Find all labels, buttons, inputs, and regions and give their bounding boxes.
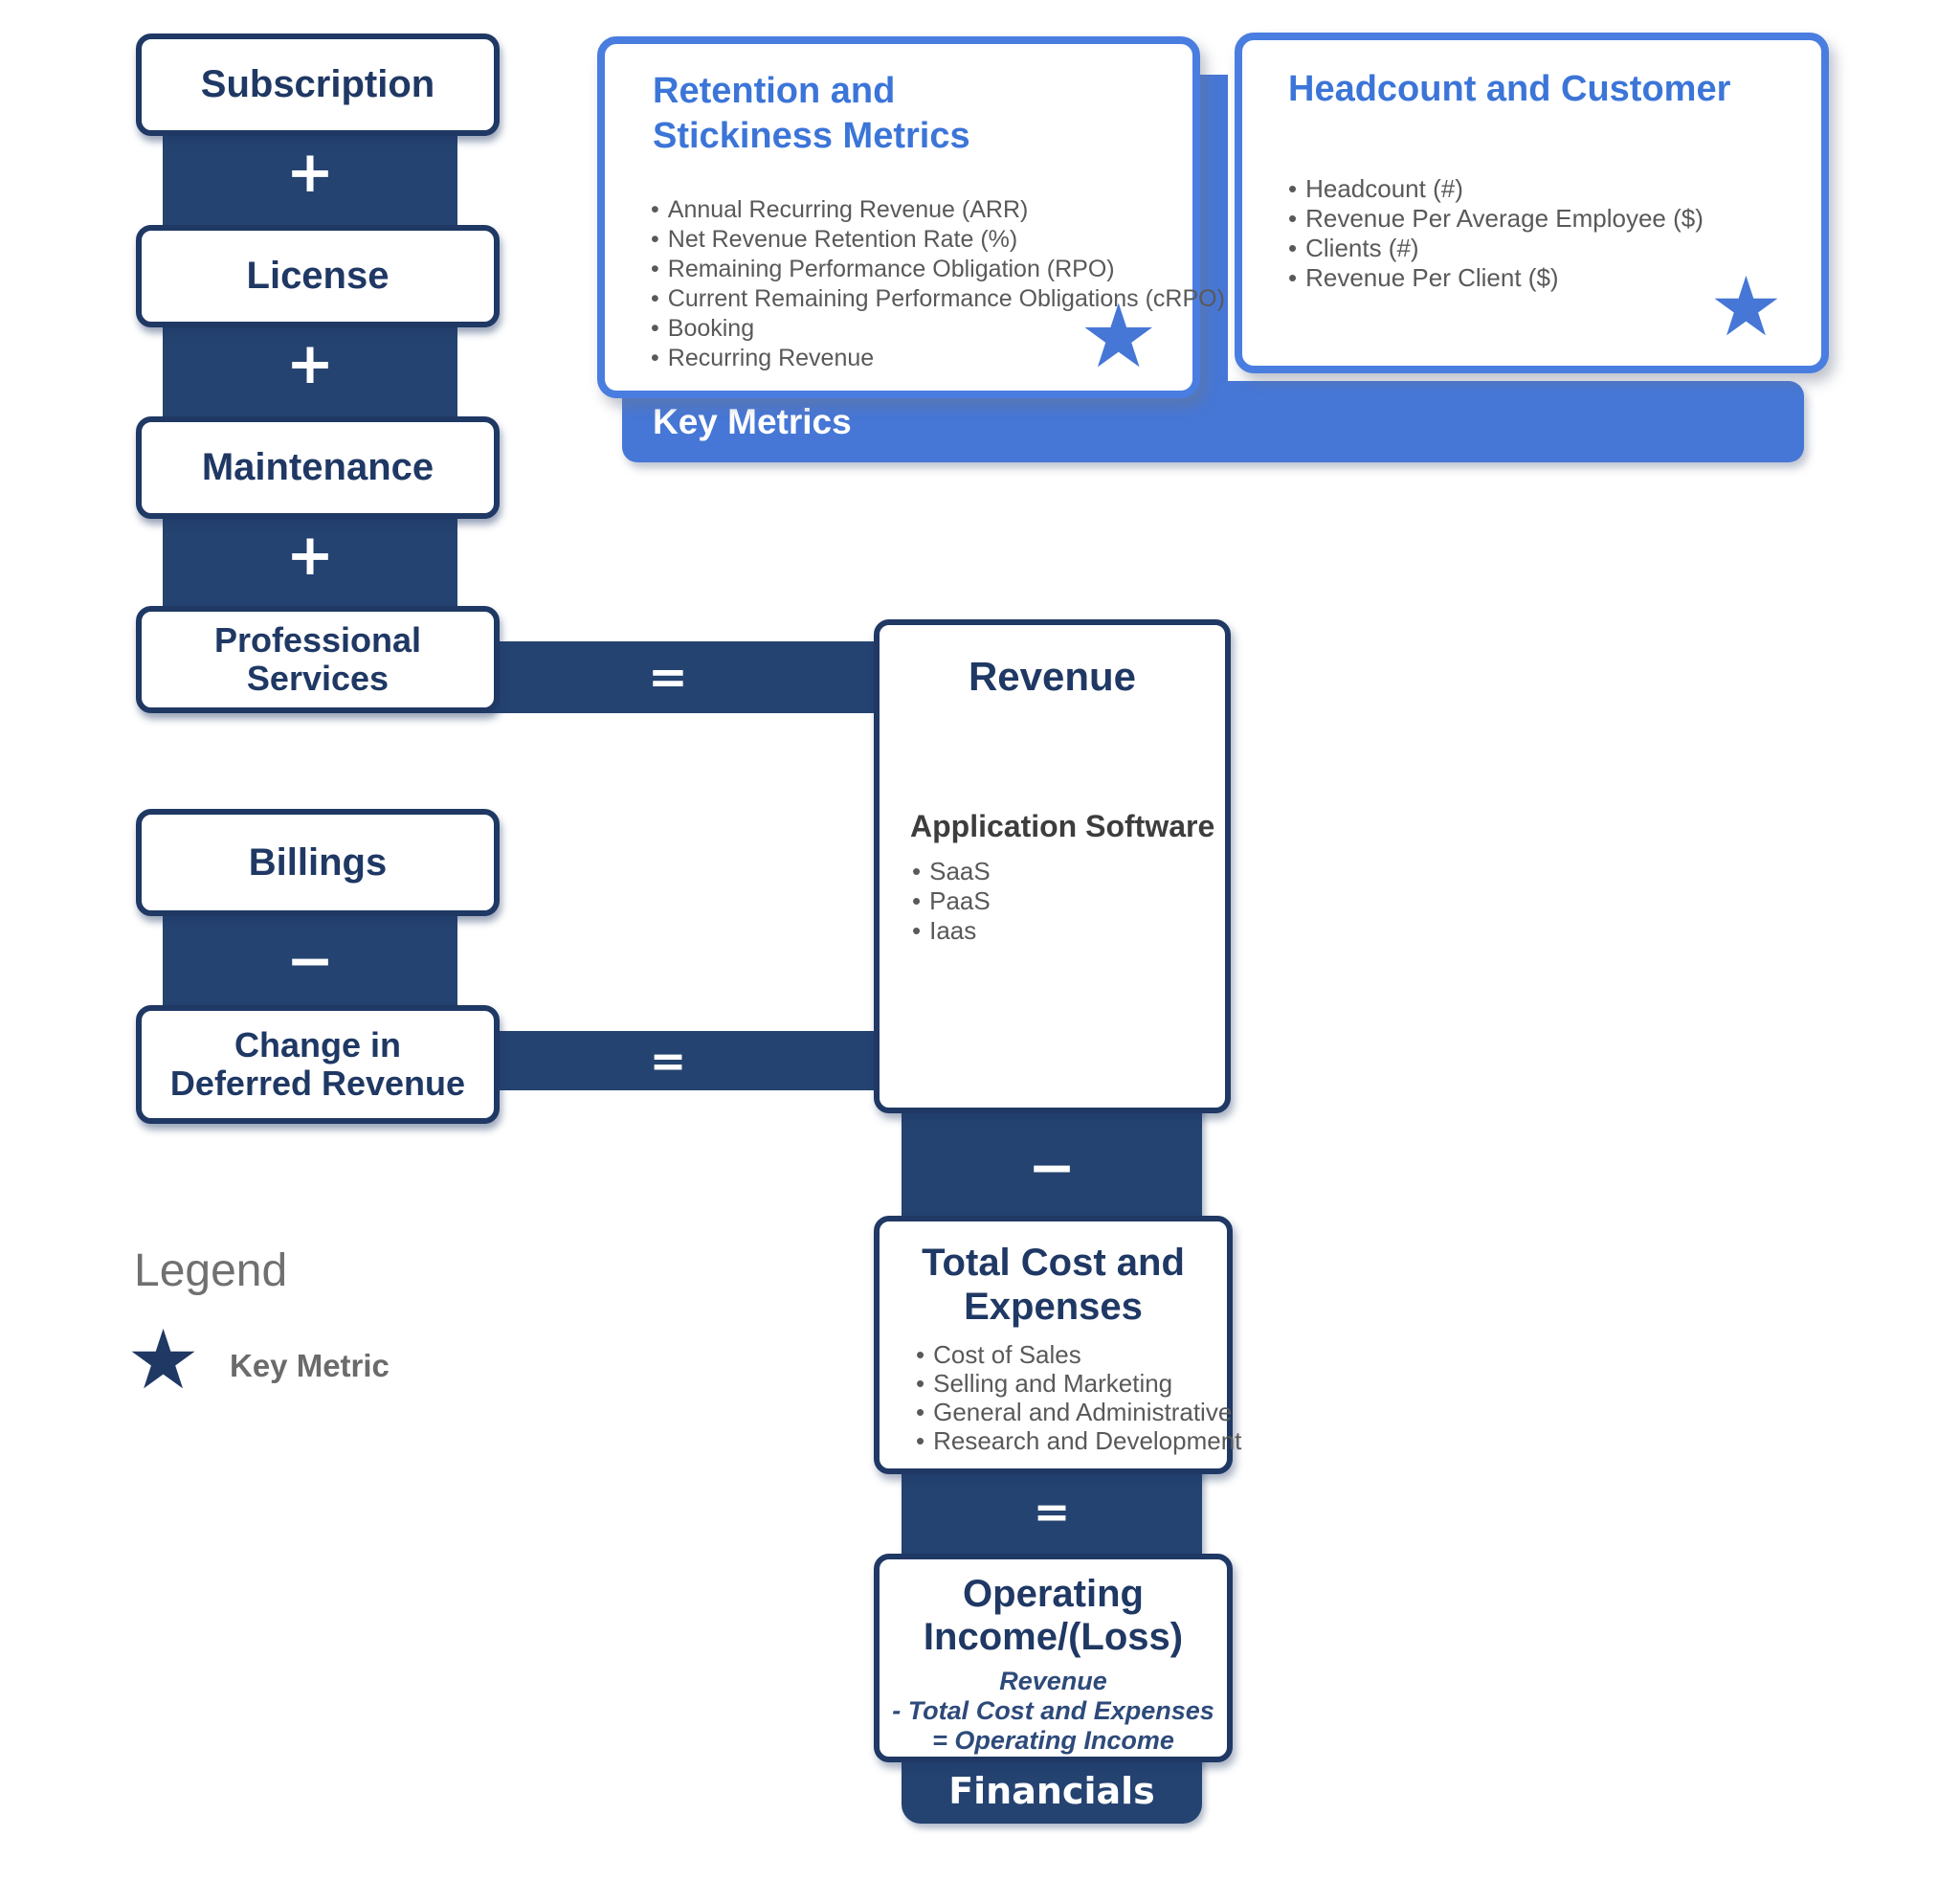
- bullet-item: Booking: [651, 314, 1225, 344]
- revenue-card: Revenue Application Software SaaS PaaS I…: [874, 619, 1231, 1113]
- legend-title: Legend: [134, 1245, 288, 1296]
- key-metric-star-icon: ★: [126, 1314, 201, 1406]
- bullet-item: Revenue Per Average Employee ($): [1288, 204, 1704, 234]
- plus-operator-2: +: [285, 330, 335, 397]
- operating-formula-line: - Total Cost and Expenses: [892, 1696, 1214, 1725]
- bullet-item: Net Revenue Retention Rate (%): [651, 225, 1225, 255]
- bullet-item: Revenue Per Client ($): [1288, 263, 1704, 293]
- bullet-item: Cost of Sales: [916, 1340, 1241, 1369]
- connector-equals-revenue: [457, 641, 879, 713]
- revenue-card-title: Revenue: [968, 654, 1137, 699]
- box-professional-services: Professional Services: [136, 606, 500, 713]
- operating-income-card: Operating Income/(Loss) Revenue - Total …: [874, 1554, 1233, 1762]
- key-metric-star-icon: ★: [1708, 261, 1783, 353]
- box-billings: Billings: [136, 809, 500, 916]
- total-cost-expenses-card: Total Cost and Expenses Cost of Sales Se…: [874, 1216, 1241, 1474]
- equals-operator-revenue: =: [648, 649, 688, 705]
- bullet-item: Current Remaining Performance Obligation…: [651, 284, 1225, 314]
- box-subscription-label: Subscription: [200, 63, 435, 106]
- box-change-deferred-revenue: Change in Deferred Revenue: [136, 1005, 500, 1124]
- operating-income-title: Operating Income/(Loss): [923, 1573, 1184, 1658]
- total-cost-expenses-title: Total Cost and Expenses: [922, 1242, 1185, 1328]
- plus-operator-1: +: [285, 139, 335, 206]
- box-license: License: [136, 225, 500, 327]
- bullet-item: Headcount (#): [1288, 174, 1704, 204]
- operating-formula-line: = Operating Income: [932, 1726, 1174, 1755]
- minus-operator-financials: −: [1027, 1134, 1077, 1201]
- financials-banner-label: Financials: [948, 1770, 1155, 1812]
- connector-band-revenue-build: [163, 86, 457, 689]
- box-change-deferred-revenue-label: Change in Deferred Revenue: [169, 1024, 466, 1103]
- key-metric-star-icon: ★: [1079, 288, 1158, 386]
- bullet-item: PaaS: [912, 886, 991, 916]
- box-license-label: License: [246, 255, 390, 298]
- retention-stickiness-title: Retention and Stickiness Metrics: [653, 71, 970, 156]
- box-maintenance: Maintenance: [136, 416, 500, 519]
- bullet-item: Selling and Marketing: [916, 1369, 1241, 1398]
- equals-operator-financials: =: [1033, 1486, 1071, 1537]
- retention-stickiness-card: Retention and Stickiness Metrics Annual …: [597, 36, 1225, 398]
- box-professional-services-label: Professional Services: [213, 619, 422, 698]
- legend-key-metric-label: Key Metric: [230, 1348, 390, 1383]
- equals-operator-billings: =: [649, 1035, 687, 1087]
- bullet-item: General and Administrative: [916, 1398, 1241, 1426]
- headcount-customer-title: Headcount and Customer: [1288, 69, 1731, 109]
- box-billings-label: Billings: [248, 840, 388, 884]
- box-maintenance-label: Maintenance: [201, 446, 434, 489]
- bullet-item: Research and Development: [916, 1426, 1241, 1455]
- plus-operator-3: +: [285, 522, 335, 589]
- bullet-item: Clients (#): [1288, 234, 1704, 263]
- operating-formula-line: Revenue: [999, 1667, 1107, 1695]
- box-subscription: Subscription: [136, 34, 500, 136]
- headcount-customer-card: Headcount and Customer Headcount (#) Rev…: [1235, 33, 1829, 373]
- connector-equals-billings: [457, 1031, 879, 1090]
- key-metrics-banner-label: Key Metrics: [653, 401, 852, 441]
- bullet-item: Annual Recurring Revenue (ARR): [651, 195, 1225, 225]
- bullet-item: SaaS: [912, 857, 991, 886]
- minus-operator-billings: −: [285, 928, 335, 995]
- bullet-item: Recurring Revenue: [651, 344, 1225, 373]
- bullet-item: Remaining Performance Obligation (RPO): [651, 255, 1225, 284]
- bullet-item: Iaas: [912, 916, 991, 946]
- revenue-card-subtitle: Application Software: [910, 809, 1215, 843]
